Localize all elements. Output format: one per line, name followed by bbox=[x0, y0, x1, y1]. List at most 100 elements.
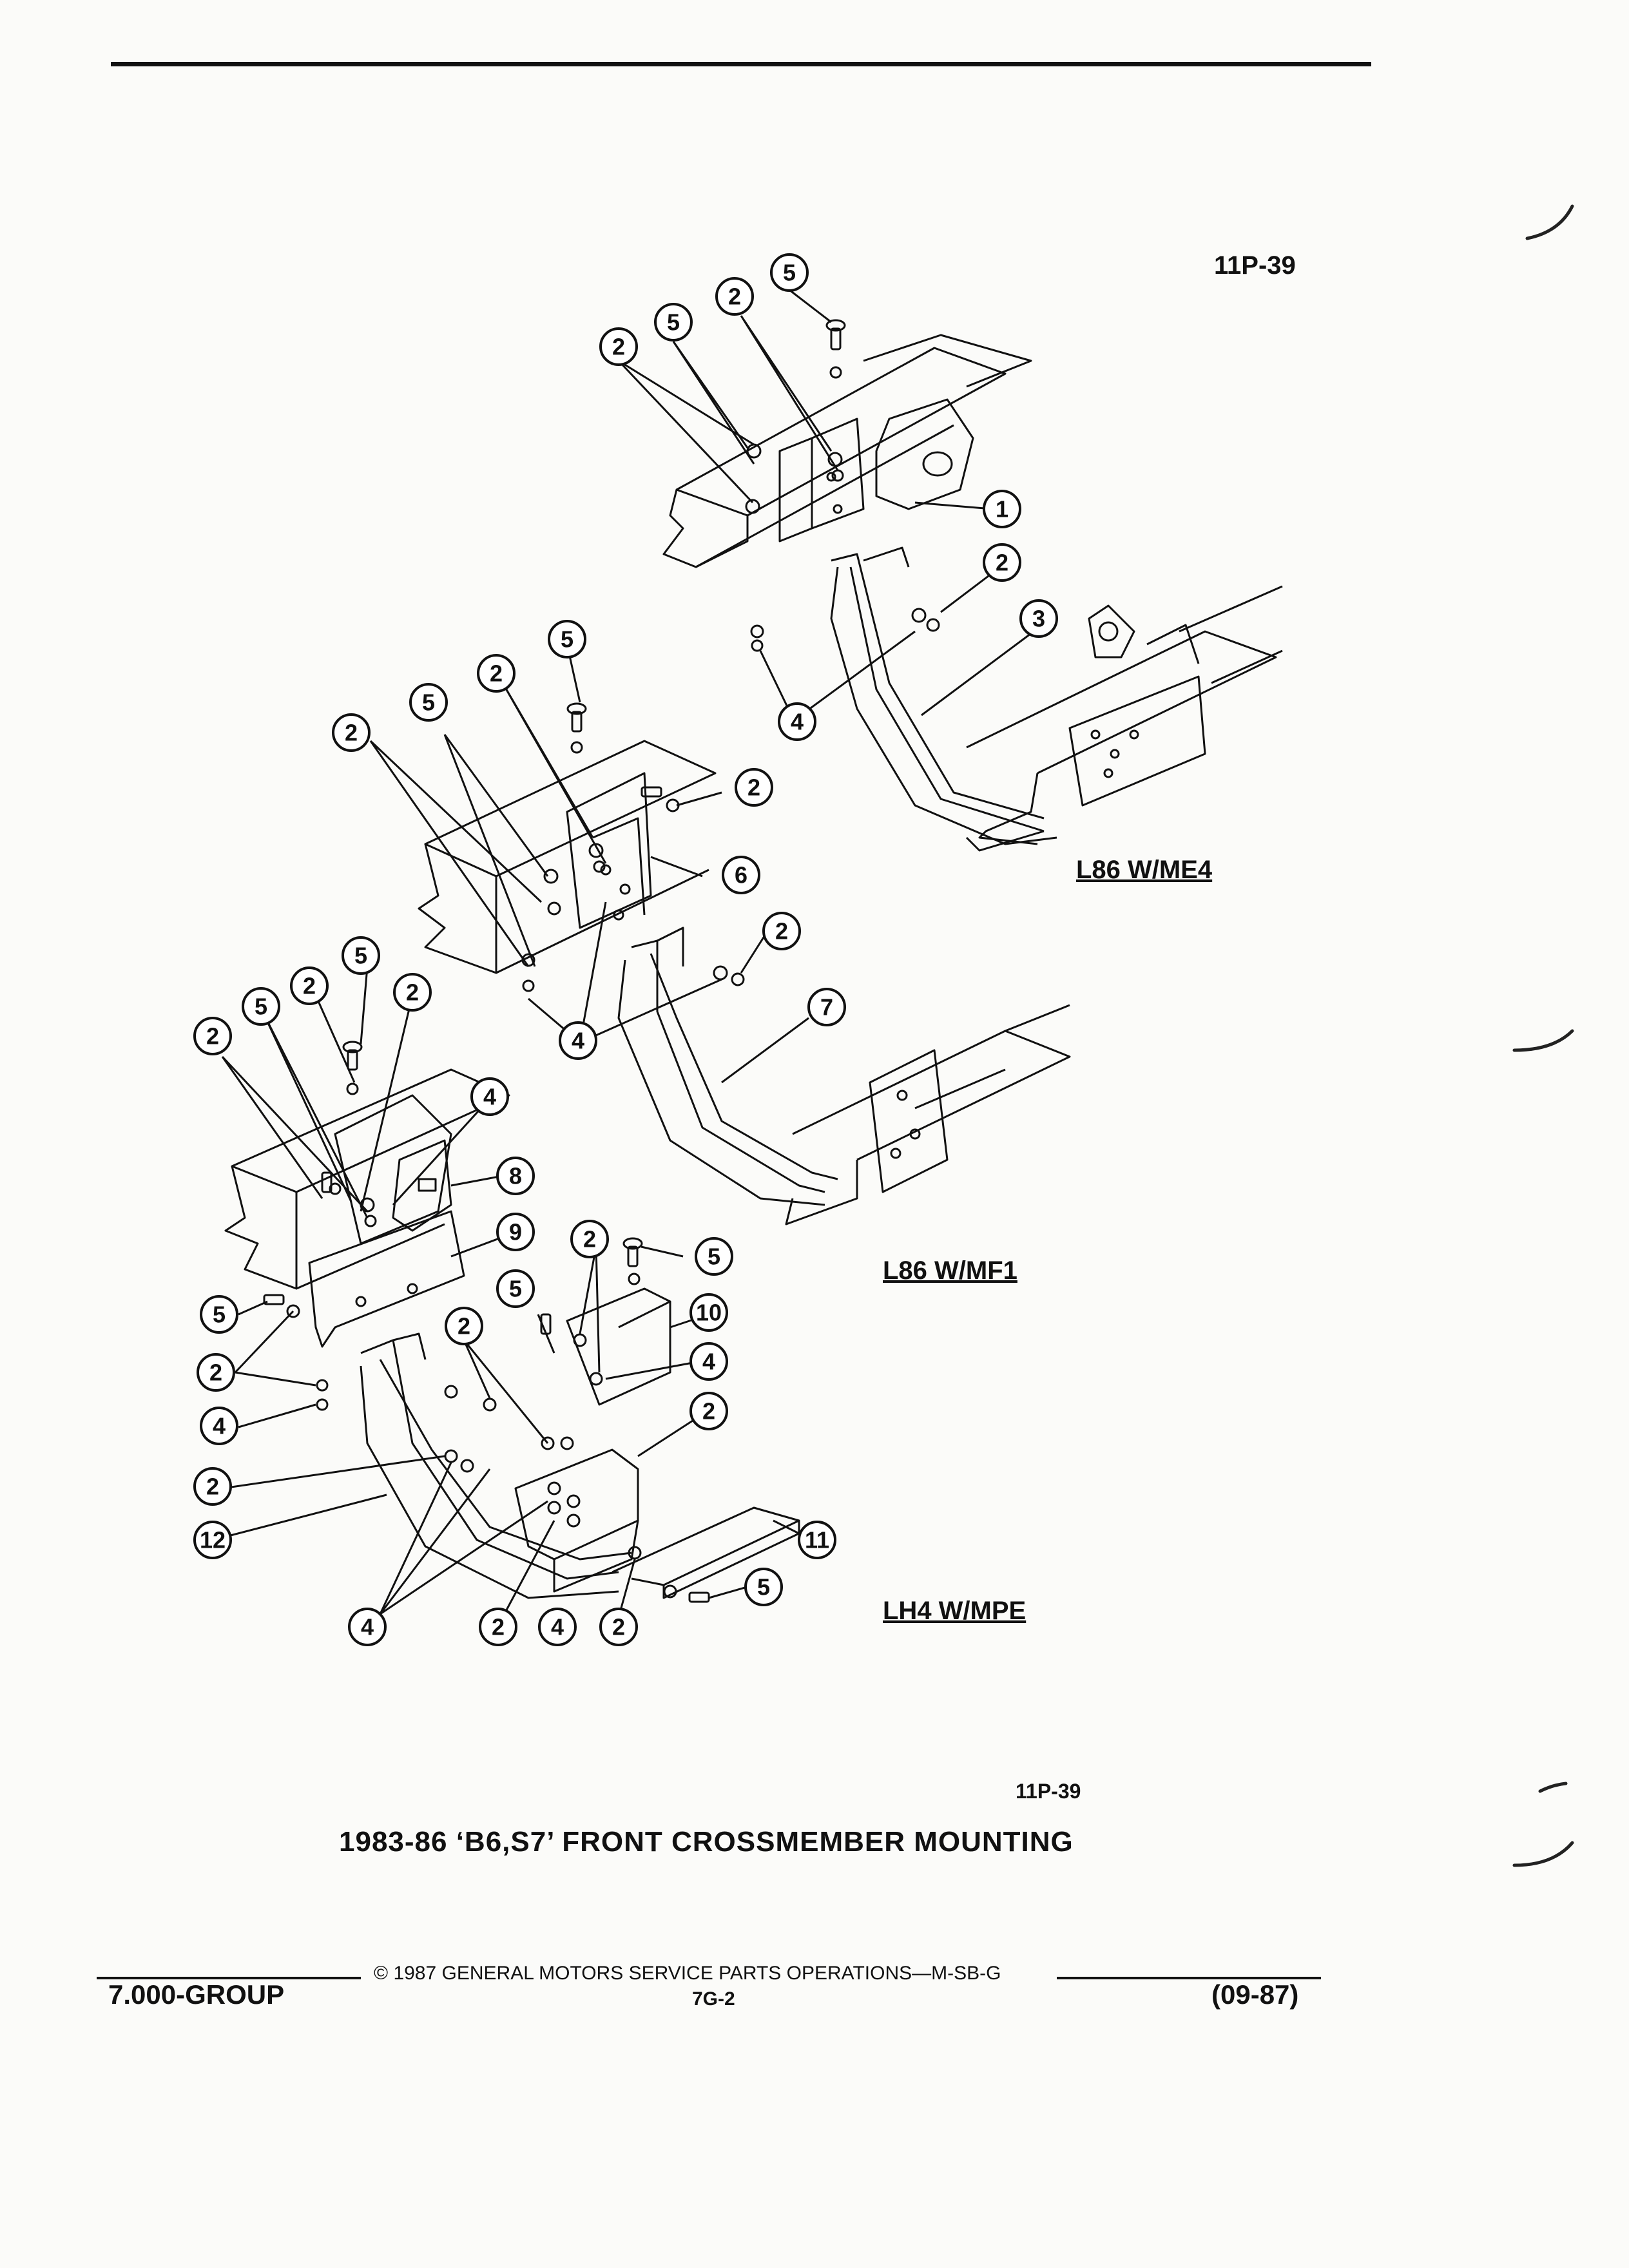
svg-text:3: 3 bbox=[1032, 606, 1045, 632]
svg-text:5: 5 bbox=[213, 1302, 226, 1328]
variant-label-me4: L86 W/ME4 bbox=[1076, 856, 1213, 884]
callout-mf1-1: 2 bbox=[477, 654, 516, 693]
svg-text:2: 2 bbox=[303, 973, 316, 999]
svg-text:5: 5 bbox=[708, 1244, 720, 1270]
footer-page: 7G-2 bbox=[692, 1988, 735, 2010]
svg-text:2: 2 bbox=[345, 720, 358, 746]
svg-text:4: 4 bbox=[361, 1614, 374, 1640]
figure-id-bottom: 11P-39 bbox=[1016, 1780, 1081, 1803]
svg-text:5: 5 bbox=[667, 309, 680, 336]
svg-text:2: 2 bbox=[490, 660, 503, 687]
me4-assembly bbox=[617, 289, 1283, 852]
svg-text:10: 10 bbox=[696, 1300, 722, 1326]
svg-text:2: 2 bbox=[996, 550, 1008, 576]
mf1-assembly bbox=[369, 644, 1071, 1225]
callout-mpe-8: 5 bbox=[200, 1295, 238, 1334]
callout-mpe-19: 2 bbox=[689, 1392, 728, 1430]
svg-text:2: 2 bbox=[206, 1474, 219, 1500]
callout-mpe-1: 2 bbox=[290, 966, 329, 1005]
footer-group: 7.000-GROUP bbox=[108, 1979, 285, 2010]
top-rule bbox=[111, 62, 1371, 66]
callout-me4-1: 2 bbox=[715, 277, 754, 316]
callout-mpe-9: 2 bbox=[197, 1353, 235, 1392]
callout-mpe-10: 4 bbox=[200, 1407, 238, 1445]
callout-me4-0: 5 bbox=[770, 253, 809, 292]
svg-text:2: 2 bbox=[702, 1398, 715, 1425]
callout-mf1-5: 6 bbox=[722, 856, 760, 894]
figure-id-top: 11P-39 bbox=[1214, 251, 1296, 280]
callout-mf1-0: 5 bbox=[548, 620, 586, 658]
figure-caption: 1983-86 ‘B6,S7’ FRONT CROSSMEMBER MOUNTI… bbox=[339, 1826, 1074, 1858]
svg-text:12: 12 bbox=[200, 1527, 226, 1553]
svg-text:2: 2 bbox=[775, 918, 788, 945]
callouts: 5 2 5 2 1 2 3 4 5 2 5 2 2 6 2 7 4 5 2 2 … bbox=[193, 253, 1058, 1646]
svg-text:2: 2 bbox=[612, 334, 625, 360]
callout-mf1-8: 4 bbox=[559, 1021, 597, 1060]
svg-text:4: 4 bbox=[551, 1614, 564, 1640]
callout-mpe-13: 2 bbox=[445, 1307, 483, 1345]
svg-text:2: 2 bbox=[612, 1614, 625, 1640]
svg-text:11: 11 bbox=[805, 1527, 829, 1553]
callout-me4-2: 5 bbox=[654, 303, 693, 341]
callout-mpe-6: 8 bbox=[496, 1157, 535, 1195]
svg-text:9: 9 bbox=[509, 1219, 522, 1245]
svg-text:5: 5 bbox=[255, 994, 267, 1020]
svg-text:5: 5 bbox=[509, 1276, 522, 1302]
callout-mf1-4: 2 bbox=[735, 768, 773, 807]
variant-label-mpe: LH4 W/MPE bbox=[883, 1597, 1027, 1625]
callout-mpe-14: 5 bbox=[496, 1269, 535, 1308]
variant-label-mf1: L86 W/MF1 bbox=[883, 1256, 1017, 1285]
svg-text:5: 5 bbox=[757, 1574, 770, 1600]
mpe-assembly bbox=[221, 966, 800, 1618]
callout-mpe-20: 11 bbox=[798, 1521, 836, 1559]
callout-mpe-4: 2 bbox=[193, 1017, 232, 1055]
callout-mf1-3: 2 bbox=[332, 713, 371, 752]
callout-mpe-22: 4 bbox=[348, 1608, 387, 1646]
svg-text:5: 5 bbox=[783, 260, 796, 286]
callout-me4-5: 2 bbox=[983, 543, 1021, 582]
svg-text:2: 2 bbox=[209, 1360, 222, 1386]
callout-me4-4: 1 bbox=[983, 490, 1021, 528]
svg-text:2: 2 bbox=[206, 1023, 219, 1050]
callout-mpe-0: 5 bbox=[342, 936, 380, 975]
svg-text:7: 7 bbox=[820, 994, 833, 1021]
svg-text:5: 5 bbox=[354, 943, 367, 969]
callout-mf1-6: 2 bbox=[762, 912, 801, 950]
svg-text:2: 2 bbox=[583, 1226, 596, 1253]
callout-mpe-12: 12 bbox=[193, 1521, 232, 1559]
footer-rule-right bbox=[1057, 1977, 1321, 1979]
callout-mpe-11: 2 bbox=[193, 1467, 232, 1506]
callout-mpe-18: 4 bbox=[689, 1342, 728, 1381]
footer-rule-left bbox=[97, 1977, 361, 1979]
mf1-bolts bbox=[521, 702, 745, 992]
callout-mpe-23: 2 bbox=[479, 1608, 517, 1646]
svg-text:2: 2 bbox=[728, 284, 741, 310]
svg-text:2: 2 bbox=[406, 979, 419, 1006]
callout-mpe-16: 2 bbox=[570, 1220, 609, 1258]
callout-mpe-3: 5 bbox=[242, 987, 280, 1026]
footer-copyright: © 1987 GENERAL MOTORS SERVICE PARTS OPER… bbox=[374, 1963, 1001, 1984]
callout-mpe-5: 4 bbox=[470, 1077, 509, 1116]
callout-mpe-15: 5 bbox=[695, 1237, 733, 1276]
svg-text:4: 4 bbox=[702, 1349, 715, 1375]
binder-marks bbox=[1512, 204, 1574, 1867]
callout-mpe-17: 10 bbox=[689, 1293, 728, 1332]
svg-text:4: 4 bbox=[791, 709, 804, 735]
callout-mpe-7: 9 bbox=[496, 1213, 535, 1251]
svg-text:4: 4 bbox=[572, 1028, 584, 1054]
svg-text:4: 4 bbox=[483, 1084, 496, 1110]
callout-me4-7: 4 bbox=[778, 702, 816, 741]
callout-mf1-2: 5 bbox=[409, 683, 448, 722]
svg-text:6: 6 bbox=[735, 862, 747, 889]
svg-text:5: 5 bbox=[561, 626, 574, 653]
svg-text:8: 8 bbox=[509, 1163, 522, 1189]
svg-text:2: 2 bbox=[492, 1614, 505, 1640]
callout-mf1-7: 7 bbox=[807, 988, 846, 1026]
callout-me4-6: 3 bbox=[1019, 599, 1058, 638]
footer-date: (09-87) bbox=[1211, 1979, 1299, 2010]
mpe-bolts bbox=[263, 1041, 710, 1603]
svg-text:1: 1 bbox=[996, 496, 1008, 523]
callout-mpe-24: 4 bbox=[538, 1608, 577, 1646]
svg-text:2: 2 bbox=[747, 774, 760, 801]
